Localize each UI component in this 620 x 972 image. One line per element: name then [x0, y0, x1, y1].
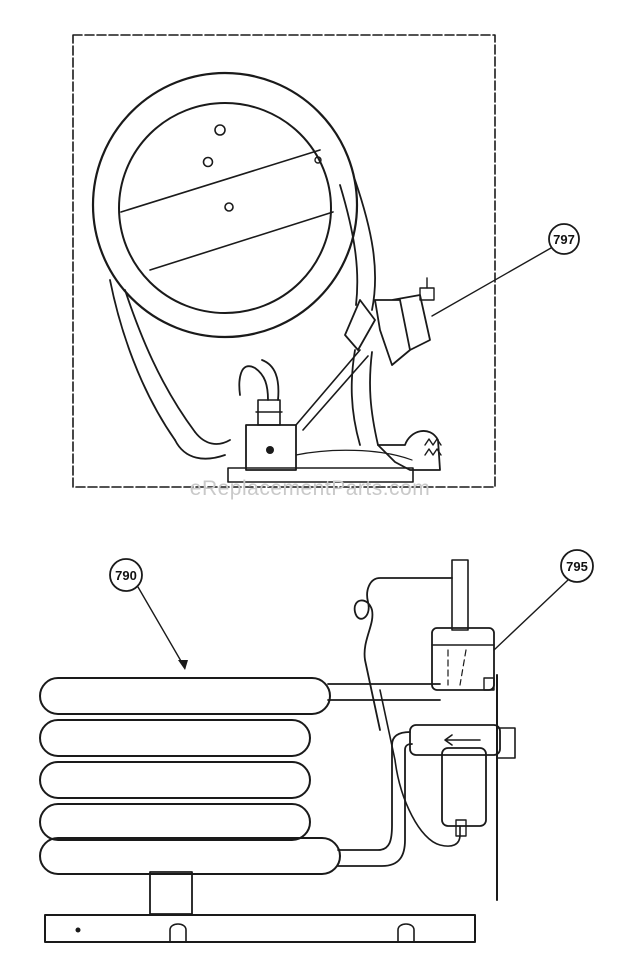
- coil-loop-1: [39, 677, 331, 715]
- spring-coil: [424, 438, 442, 456]
- callout-797: 797: [431, 223, 580, 317]
- coil-loop-3: [39, 761, 311, 799]
- disc-hole-3: [224, 202, 234, 212]
- disc-hole-4: [314, 156, 322, 164]
- callout-790-arrow: [178, 660, 188, 670]
- drier-outlet: [379, 689, 461, 847]
- callout-795-label: 795: [566, 559, 588, 574]
- bracket-clamp: [496, 727, 516, 759]
- accumulator-detail: [447, 649, 467, 686]
- callout-795-circle: [560, 549, 594, 583]
- callout-790-circle: [109, 558, 143, 592]
- coil-ring-inner: [118, 102, 332, 314]
- base-rail-hole: [75, 927, 81, 933]
- base-plate: [227, 467, 414, 483]
- base-wire: [295, 449, 413, 461]
- strut-line-1: [295, 349, 361, 426]
- top-assembly-view: 797 eReplacementParts.com: [72, 34, 580, 500]
- tube-left-lower: [174, 431, 231, 460]
- callout-790-label: 790: [115, 568, 137, 583]
- drier-canister: [441, 747, 487, 827]
- drier-cap: [409, 724, 501, 756]
- base-rail-notches: [169, 923, 415, 943]
- valve-port: [266, 446, 274, 454]
- strut-line-2: [302, 355, 369, 431]
- accumulator-clip: [483, 677, 495, 691]
- base-rail: [44, 914, 476, 943]
- fitting-cap: [419, 287, 435, 301]
- flow-arrow: [444, 734, 481, 746]
- bottom-right-component: [377, 430, 441, 471]
- coil-return-tube: [337, 731, 413, 867]
- coil-outlet-tube: [327, 683, 441, 701]
- valve-top-loop: [238, 359, 280, 401]
- support-post: [149, 871, 193, 915]
- accumulator-inlet: [451, 559, 469, 631]
- serpentine-coil: [39, 677, 341, 875]
- fitting-cluster: [344, 294, 431, 446]
- accumulator-body: [431, 627, 495, 691]
- top-panel-outline: [72, 34, 496, 488]
- coil-loop-2: [39, 719, 311, 757]
- disc-hole-1: [214, 124, 226, 136]
- callout-797-leader: [431, 247, 552, 317]
- callout-795: 795: [493, 549, 594, 651]
- callout-797-label: 797: [553, 232, 575, 247]
- drier-nozzle: [455, 819, 467, 837]
- coil-loop-5: [39, 837, 341, 875]
- coil-ring-outer: [91, 71, 359, 339]
- coil-loop-4: [39, 803, 311, 841]
- bottom-assembly-view: 790 795: [39, 549, 594, 943]
- callout-790: 790: [109, 558, 188, 670]
- callout-790-leader: [137, 586, 186, 669]
- tube-right-down: [339, 179, 377, 311]
- capillary-tube: [353, 577, 453, 731]
- watermark-text: eReplacementParts.com: [190, 477, 430, 500]
- callout-795-leader: [493, 579, 569, 651]
- disc-chord-2: [149, 211, 334, 271]
- disc-chord-1: [120, 149, 321, 213]
- disc-hole-2: [202, 156, 214, 168]
- tube-left-down: [109, 279, 196, 441]
- callout-797-circle: [548, 223, 580, 255]
